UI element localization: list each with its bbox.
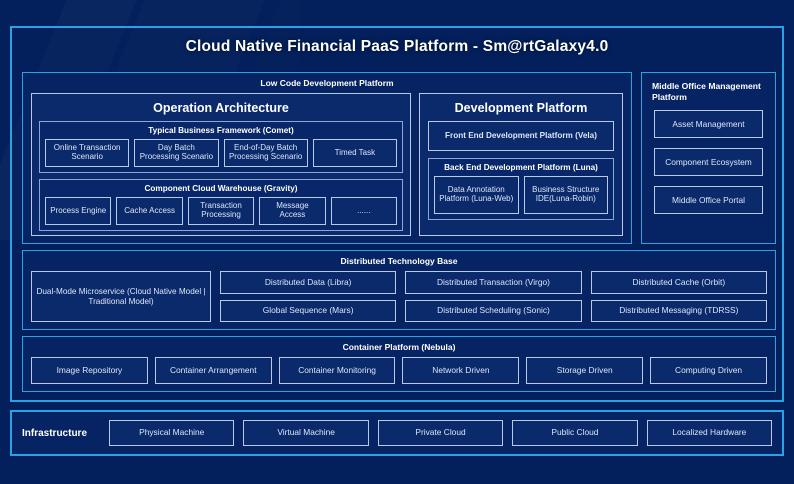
box-localized-hardware[interactable]: Localized Hardware bbox=[646, 420, 773, 446]
middle-office-title: Middle Office Management Platform bbox=[652, 81, 761, 102]
box-timed-task[interactable]: Timed Task bbox=[312, 139, 397, 167]
panel-operation-architecture[interactable]: Operation Architecture Typical Business … bbox=[31, 93, 411, 236]
business-framework-title: Typical Business Framework (Comet) bbox=[148, 126, 294, 135]
box-online-transaction-scenario[interactable]: Online Transaction Scenario bbox=[45, 139, 130, 167]
container-platform-title: Container Platform (Nebula) bbox=[342, 342, 456, 352]
box-network-driven[interactable]: Network Driven bbox=[402, 357, 520, 384]
platform-outer-frame: Cloud Native Financial PaaS Platform - S… bbox=[10, 26, 784, 402]
panel-middle-office-management[interactable]: Middle Office Management Platform Asset … bbox=[641, 72, 776, 244]
component-warehouse-title: Component Cloud Warehouse (Gravity) bbox=[144, 184, 298, 193]
box-front-end-development-platform[interactable]: Front End Development Platform (Vela) bbox=[428, 121, 614, 151]
group-typical-business-framework: Typical Business Framework (Comet) Onlin… bbox=[39, 121, 403, 173]
row-low-code-and-middle-office: Low Code Development Platform Operation … bbox=[22, 72, 776, 244]
operation-architecture-title: Operation Architecture bbox=[153, 101, 289, 115]
box-middle-office-portal[interactable]: Middle Office Portal bbox=[654, 186, 763, 215]
panel-development-platform[interactable]: Development Platform Front End Developme… bbox=[419, 93, 623, 236]
box-data-annotation-platform[interactable]: Data Annotation Platform (Luna-Web) bbox=[434, 176, 519, 214]
box-global-sequence[interactable]: Global Sequence (Mars) bbox=[220, 299, 397, 322]
box-image-repository[interactable]: Image Repository bbox=[31, 357, 148, 384]
box-container-monitoring[interactable]: Container Monitoring bbox=[278, 357, 396, 384]
box-process-engine[interactable]: Process Engine bbox=[45, 197, 112, 225]
box-distributed-data[interactable]: Distributed Data (Libra) bbox=[220, 271, 397, 294]
panel-container-platform[interactable]: Container Platform (Nebula) Image Reposi… bbox=[22, 336, 776, 392]
page-title: Cloud Native Financial PaaS Platform - S… bbox=[185, 38, 609, 55]
infrastructure-label: Infrastructure bbox=[22, 427, 88, 439]
group-component-cloud-warehouse: Component Cloud Warehouse (Gravity) Proc… bbox=[39, 179, 403, 231]
box-virtual-machine[interactable]: Virtual Machine bbox=[243, 420, 369, 446]
box-component-ecosystem[interactable]: Component Ecosystem bbox=[654, 148, 763, 177]
box-distributed-cache[interactable]: Distributed Cache (Orbit) bbox=[590, 271, 767, 294]
group-back-end-development-platform: Back End Development Platform (Luna) Dat… bbox=[428, 158, 614, 220]
panel-distributed-technology-base[interactable]: Distributed Technology Base Dual-Mode Mi… bbox=[22, 250, 776, 330]
box-distributed-messaging[interactable]: Distributed Messaging (TDRSS) bbox=[590, 299, 767, 322]
box-distributed-transaction[interactable]: Distributed Transaction (Virgo) bbox=[405, 271, 582, 294]
box-dual-mode-microservice[interactable]: Dual-Mode Microservice (Cloud Native Mod… bbox=[31, 271, 211, 322]
development-platform-title: Development Platform bbox=[454, 101, 588, 115]
box-private-cloud[interactable]: Private Cloud bbox=[377, 420, 504, 446]
back-end-platform-title: Back End Development Platform (Luna) bbox=[444, 163, 598, 172]
distributed-title: Distributed Technology Base bbox=[340, 256, 458, 266]
box-computing-driven[interactable]: Computing Driven bbox=[650, 357, 767, 384]
box-storage-driven[interactable]: Storage Driven bbox=[526, 357, 644, 384]
box-message-access[interactable]: Message Access bbox=[259, 197, 326, 225]
box-public-cloud[interactable]: Public Cloud bbox=[512, 420, 638, 446]
box-container-arrangement[interactable]: Container Arrangement bbox=[154, 357, 272, 384]
box-cache-access[interactable]: Cache Access bbox=[116, 197, 183, 225]
panel-low-code-development-platform[interactable]: Low Code Development Platform Operation … bbox=[22, 72, 632, 244]
box-business-structure-ide[interactable]: Business Structure IDE(Luna-Robin) bbox=[523, 176, 608, 214]
panel-infrastructure[interactable]: Infrastructure Physical Machine Virtual … bbox=[10, 410, 784, 456]
box-day-batch-processing-scenario[interactable]: Day Batch Processing Scenario bbox=[134, 139, 219, 167]
box-physical-machine[interactable]: Physical Machine bbox=[109, 420, 235, 446]
box-distributed-scheduling[interactable]: Distributed Scheduling (Sonic) bbox=[405, 299, 582, 322]
box-end-of-day-batch-processing-scenario[interactable]: End-of-Day Batch Processing Scenario bbox=[223, 139, 308, 167]
low-code-title: Low Code Development Platform bbox=[260, 78, 394, 88]
box-transaction-processing[interactable]: Transaction Processing bbox=[187, 197, 255, 225]
box-more-components[interactable]: ...... bbox=[330, 197, 398, 225]
box-asset-management[interactable]: Asset Management bbox=[654, 110, 763, 139]
